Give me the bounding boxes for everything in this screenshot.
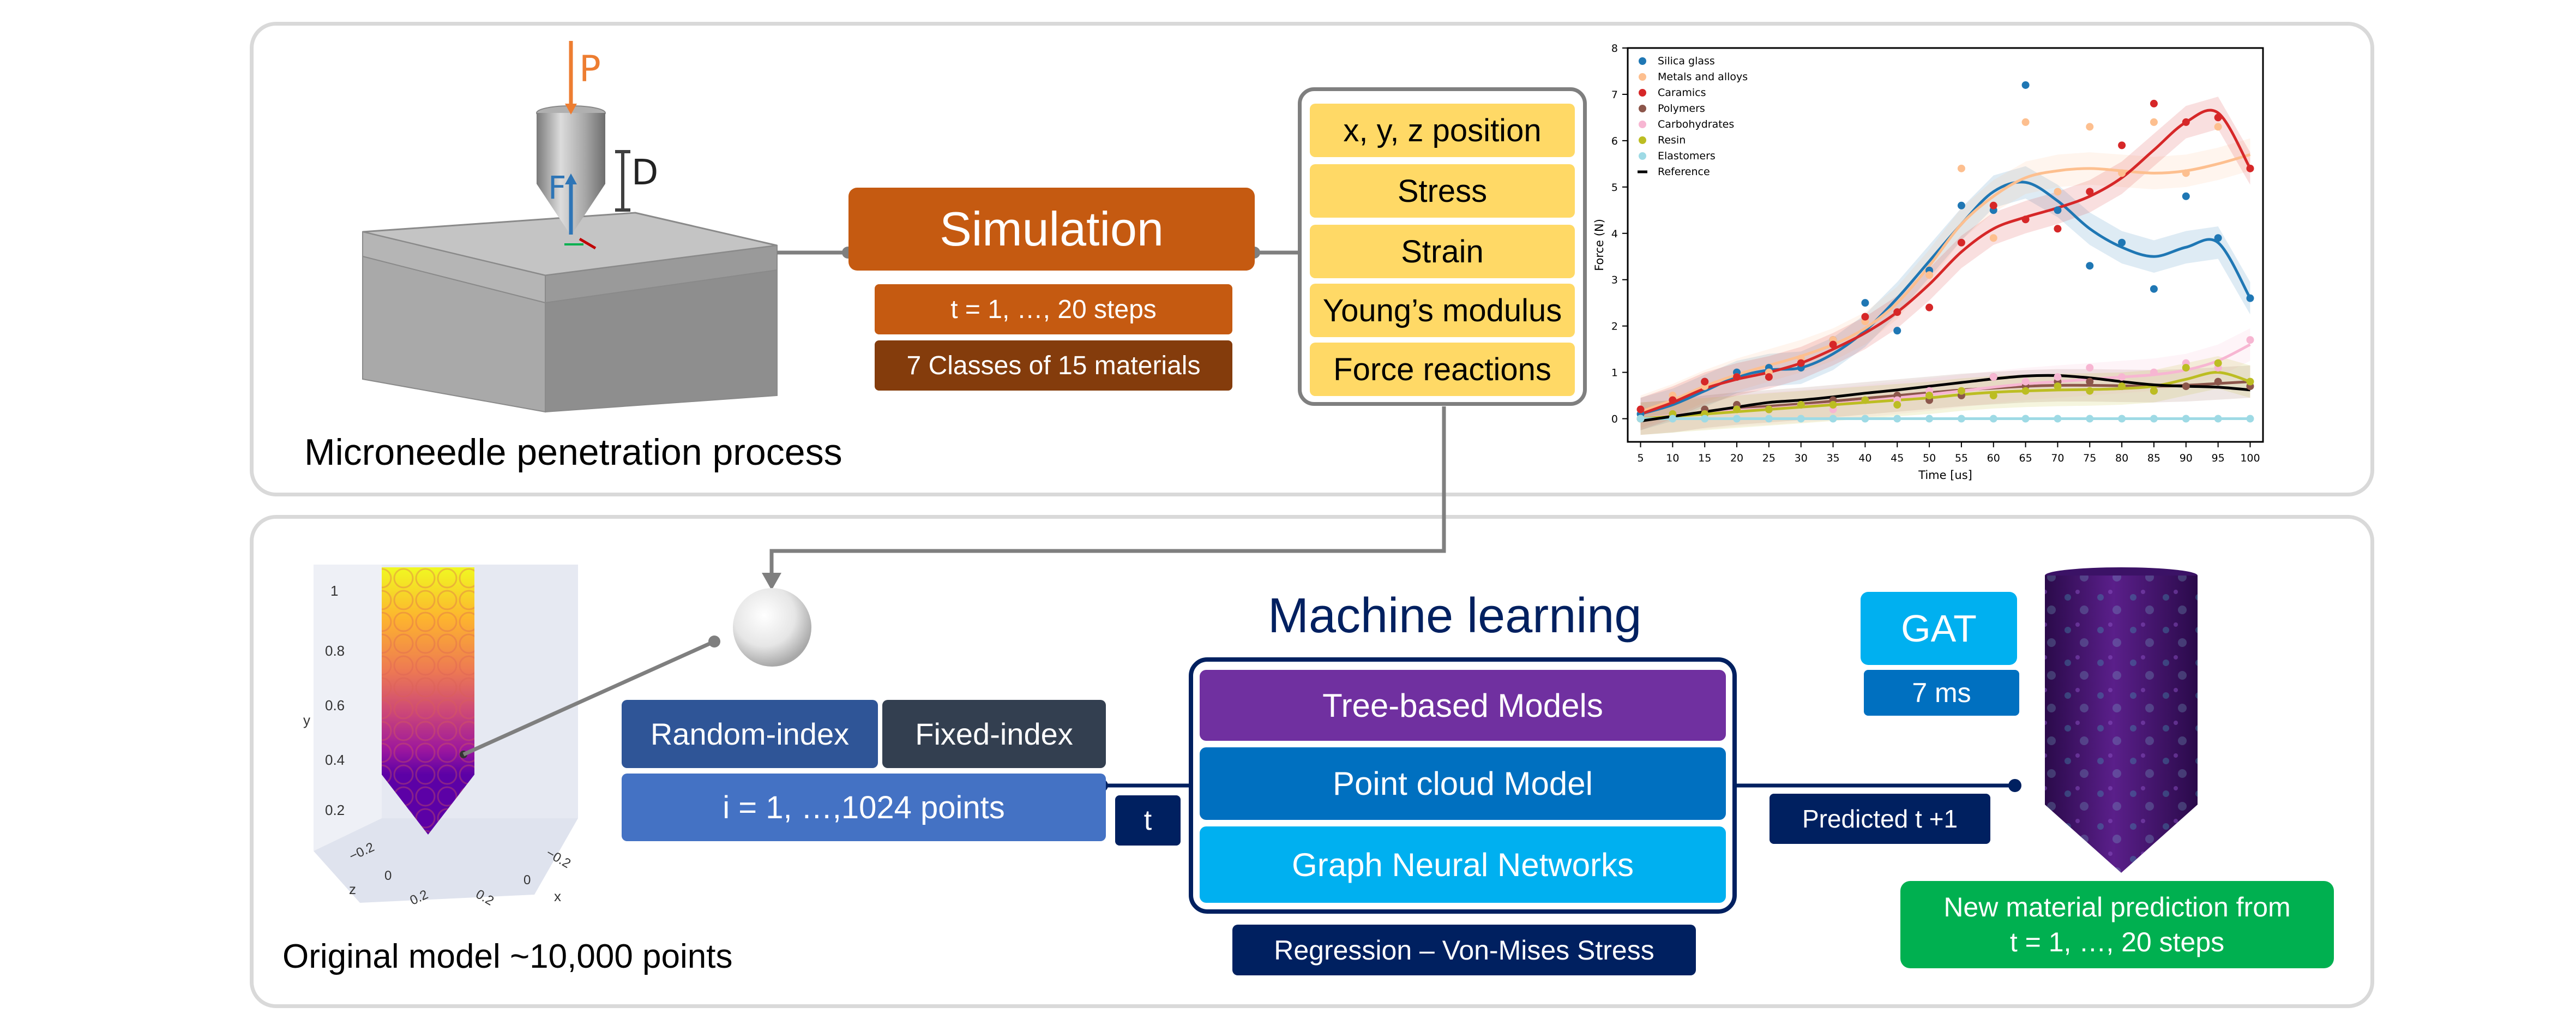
output-stress: Stress — [1310, 164, 1575, 218]
top-connectors — [769, 250, 1446, 576]
plot3d-x-tick: 0 — [523, 873, 531, 888]
plot3d-y-axis-label: y — [303, 712, 310, 728]
fixed-index-box: Fixed-index — [882, 700, 1106, 768]
plot3d-y-tick: 1 — [330, 583, 339, 599]
new-prediction-line2: t = 1, …, 20 steps — [2009, 927, 2225, 957]
microneedle-caption: Microneedle penetration process — [304, 431, 842, 473]
new-material-prediction-box: New material prediction from t = 1, …, 2… — [1900, 881, 2334, 968]
plot3d-y-tick: 0.8 — [325, 643, 345, 659]
original-model-caption: Original model ~10,000 points — [282, 938, 733, 975]
graph-neural-networks-box: Graph Neural Networks — [1200, 826, 1726, 903]
plot3d-y-tick: 0.2 — [325, 802, 345, 818]
new-prediction-line1: New material prediction from — [1943, 892, 2291, 922]
plot3d-y-tick: 0.4 — [325, 752, 345, 768]
simulation-classes-box: 7 Classes of 15 materials — [875, 340, 1232, 391]
plot3d-z-axis-label: z — [349, 881, 356, 897]
force-f-label: F — [548, 169, 567, 206]
point-cloud-model-box: Point cloud Model — [1200, 747, 1726, 820]
needle-illustration — [536, 41, 630, 250]
ml-title: Machine learning — [1268, 589, 1642, 643]
microneedle-block-illustration — [362, 212, 778, 413]
t-box: t — [1115, 795, 1181, 846]
output-position: x, y, z position — [1310, 104, 1575, 157]
plot3d-z-tick: 0 — [384, 868, 392, 883]
predicted-needle-illustration — [2045, 567, 2198, 873]
point-cloud-3d-plot — [314, 565, 720, 903]
plot3d-x-axis-label: x — [554, 888, 561, 904]
output-force-reactions: Force reactions — [1310, 343, 1575, 396]
points-box: i = 1, …,1024 points — [622, 774, 1106, 841]
arrow-head-icon — [762, 573, 781, 590]
ml-models-group — [1189, 657, 1737, 914]
depth-d-label: D — [631, 153, 659, 193]
plot3d-y-tick: 0.6 — [325, 697, 345, 714]
tree-based-models-box: Tree-based Models — [1200, 670, 1726, 741]
regression-box: Regression – Von-Mises Stress — [1232, 925, 1696, 975]
simulation-box: Simulation — [848, 188, 1255, 271]
predicted-t-box: Predicted t +1 — [1770, 794, 1990, 844]
gat-time-box: 7 ms — [1864, 670, 2019, 716]
random-index-box: Random-index — [622, 700, 878, 768]
connector-dot — [2008, 779, 2021, 792]
point-sphere — [733, 588, 811, 667]
simulation-steps-box: t = 1, …, 20 steps — [875, 284, 1232, 334]
output-strain: Strain — [1310, 225, 1575, 278]
gat-box: GAT — [1861, 592, 2017, 665]
force-p-label: P — [579, 48, 601, 90]
output-youngs-modulus: Young’s modulus — [1310, 284, 1575, 337]
